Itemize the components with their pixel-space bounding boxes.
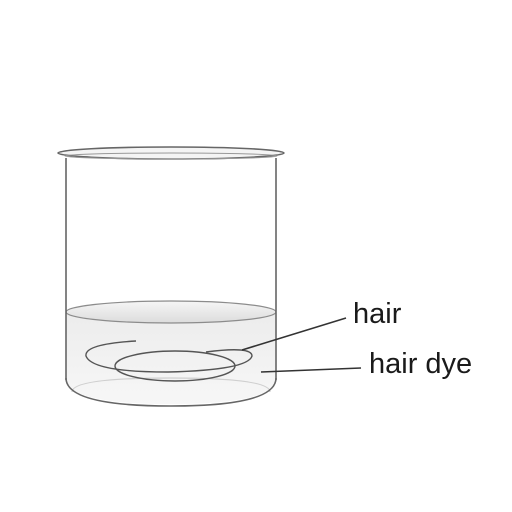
beaker-base-ellipse xyxy=(71,377,271,393)
hair-dye-leader-line xyxy=(260,367,362,373)
liquid-surface xyxy=(65,300,277,324)
hair-label: hair xyxy=(353,298,402,330)
beaker-rim-inner xyxy=(64,152,278,160)
hair-strand-outer xyxy=(85,340,253,373)
liquid-body xyxy=(66,312,276,404)
hair-dye-label: hair dye xyxy=(369,348,472,380)
beaker-bottom xyxy=(65,377,277,407)
hair-leader-line xyxy=(241,317,347,351)
